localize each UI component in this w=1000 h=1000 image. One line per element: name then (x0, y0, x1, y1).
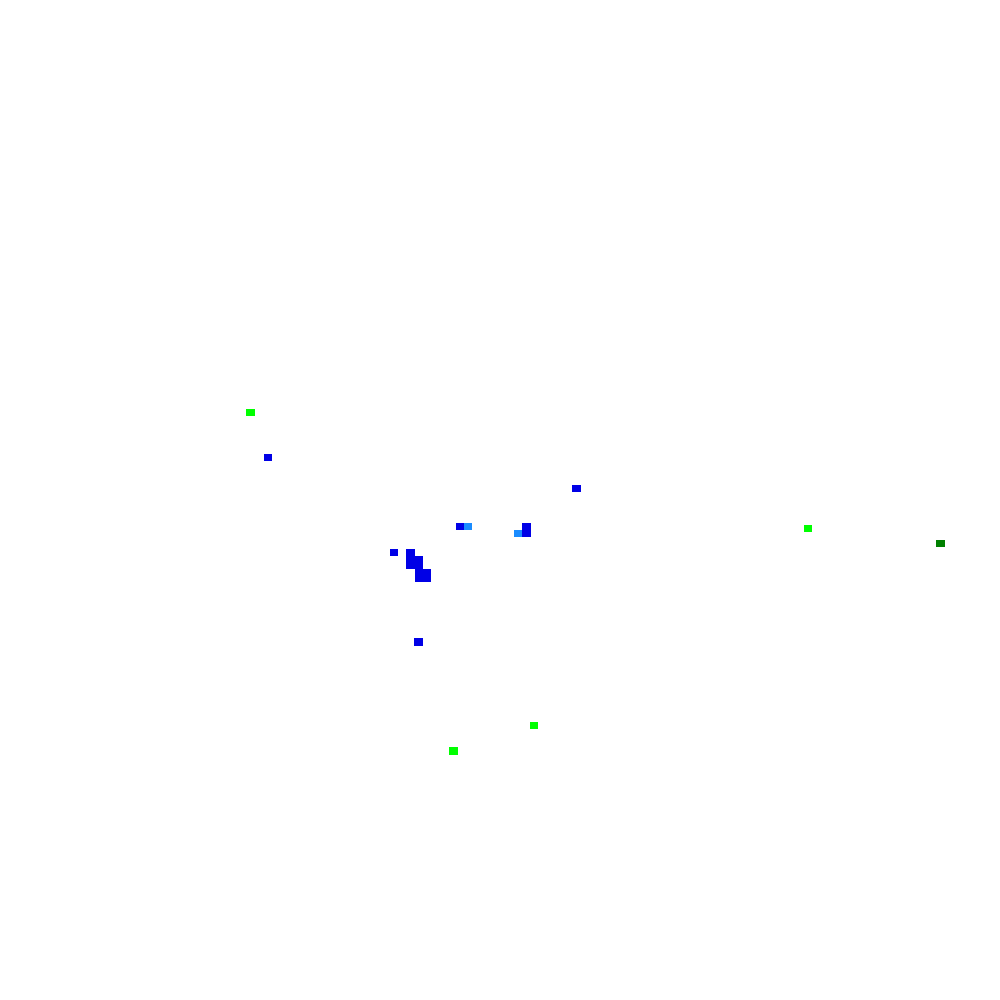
map-marker-blue (406, 549, 415, 556)
map-marker-blue (414, 638, 423, 646)
map-marker-light-blue (514, 530, 522, 537)
map-marker-blue (572, 485, 581, 492)
map-marker-blue (456, 523, 464, 530)
map-marker-green (246, 409, 255, 416)
map-marker-cluster-blue (406, 556, 423, 569)
map-marker-green (804, 525, 812, 532)
map-marker-blue (390, 549, 398, 556)
marker-layer (246, 409, 945, 755)
map-marker-light-blue (464, 523, 472, 530)
map-marker-dark-green (936, 540, 945, 547)
map-marker-blue (522, 530, 531, 537)
map-marker-blue (522, 523, 531, 530)
map-marker-green (530, 722, 538, 729)
map-marker-blue (264, 454, 272, 461)
map-marker-green (449, 747, 458, 755)
map-marker-cluster-blue (415, 569, 431, 582)
